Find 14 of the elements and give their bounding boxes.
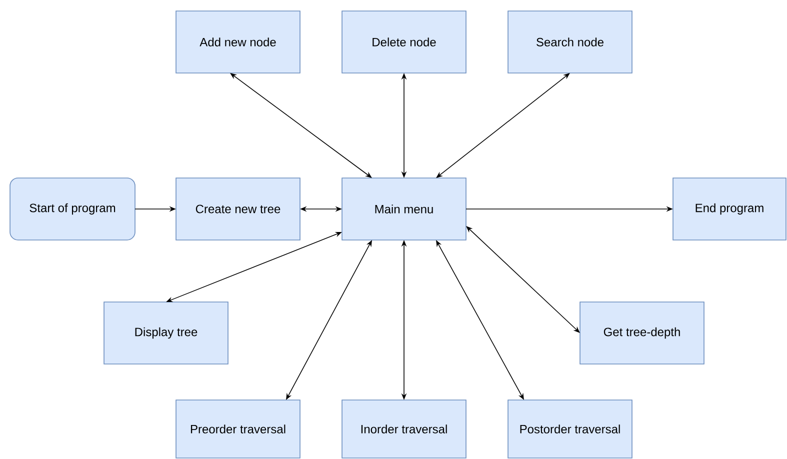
process-box: Inorder traversal bbox=[342, 400, 466, 458]
process-box: Get tree-depth bbox=[580, 302, 704, 364]
process-box: Delete node bbox=[342, 10, 466, 74]
process-box: Postorder traversal bbox=[508, 400, 632, 458]
process-box: Preorder traversal bbox=[176, 400, 300, 458]
process-box: End program bbox=[672, 178, 786, 240]
start-box: Start of program bbox=[10, 178, 136, 240]
arrow bbox=[230, 73, 372, 178]
process-box: Display tree bbox=[104, 302, 228, 364]
process-box: Main menu bbox=[342, 178, 466, 240]
process-box: Create new tree bbox=[176, 178, 300, 240]
process-box: Search node bbox=[508, 10, 632, 74]
process-box: Add new node bbox=[176, 10, 300, 74]
arrow bbox=[436, 73, 570, 178]
